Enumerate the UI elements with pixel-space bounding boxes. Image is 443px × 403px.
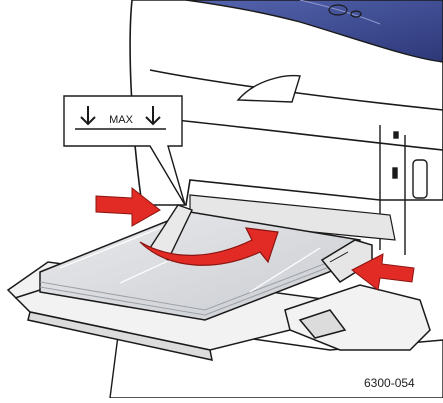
tray-right-extension <box>285 285 430 350</box>
max-label: MAX <box>109 114 134 126</box>
figure-code: 6300-054 <box>364 376 443 394</box>
